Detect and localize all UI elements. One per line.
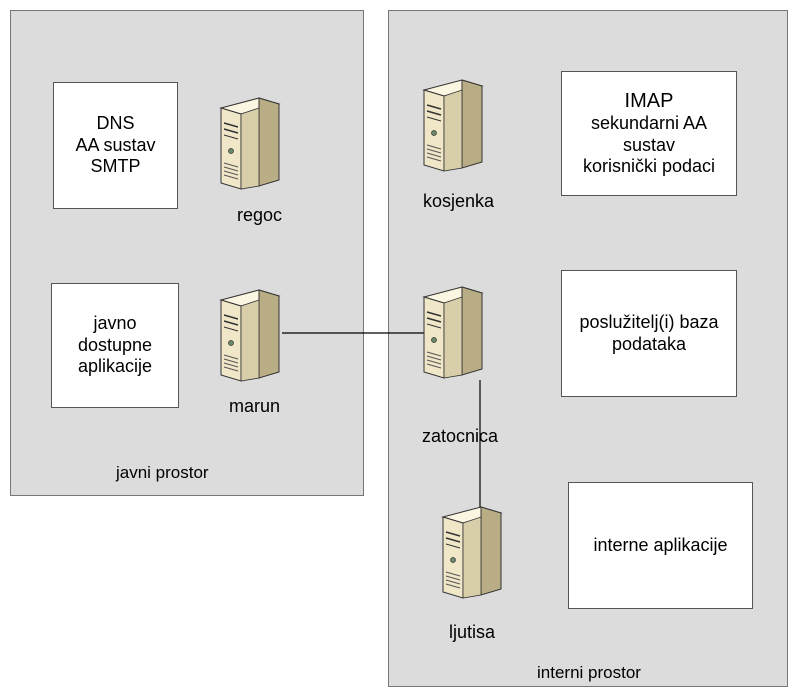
server-label-zatocnica: zatocnica xyxy=(422,426,499,446)
server-regoc[interactable] xyxy=(219,96,281,191)
box-line: SMTP xyxy=(90,156,141,177)
box-line: interne aplikacije xyxy=(593,534,728,555)
box-line: AA sustav xyxy=(75,134,156,155)
box-line: sustav xyxy=(622,134,676,155)
box-line: korisnički podaci xyxy=(582,156,716,177)
marun-services-box: javno dostupne aplikacije xyxy=(51,283,179,408)
box-line: aplikacije xyxy=(77,356,153,377)
server-icon xyxy=(422,79,484,172)
box-line: dostupne xyxy=(77,334,153,355)
public-zone-label: javni prostor xyxy=(116,463,209,482)
server-icon xyxy=(219,289,281,382)
regoc-services-box: DNS AA sustav SMTP xyxy=(53,82,178,209)
server-label-regoc: regoc xyxy=(237,205,283,225)
box-line: sekundarni AA xyxy=(590,113,708,134)
internal-zone-label: interni prostor xyxy=(537,663,641,682)
box-line: poslužitelj(i) baza xyxy=(579,311,719,332)
zatocnica-services-box: poslužitelj(i) baza podataka xyxy=(561,270,737,397)
server-icon xyxy=(422,286,484,379)
server-label-kosjenka: kosjenka xyxy=(423,191,495,211)
server-icon xyxy=(441,506,503,599)
server-label-marun: marun xyxy=(229,396,281,416)
kosjenka-services-box: IMAP sekundarni AA sustav korisnički pod… xyxy=(561,71,737,196)
server-marun[interactable] xyxy=(219,288,281,383)
server-label-ljutisa: ljutisa xyxy=(449,622,496,642)
box-line: DNS xyxy=(96,113,135,134)
server-kosjenka[interactable] xyxy=(422,78,484,173)
server-ljutisa[interactable] xyxy=(441,505,503,600)
server-zatocnica[interactable] xyxy=(422,285,484,380)
box-line: podataka xyxy=(611,333,687,354)
server-icon xyxy=(219,97,281,190)
ljutisa-services-box: interne aplikacije xyxy=(568,482,753,609)
box-line: javno xyxy=(93,313,137,334)
box-line: IMAP xyxy=(624,90,674,113)
